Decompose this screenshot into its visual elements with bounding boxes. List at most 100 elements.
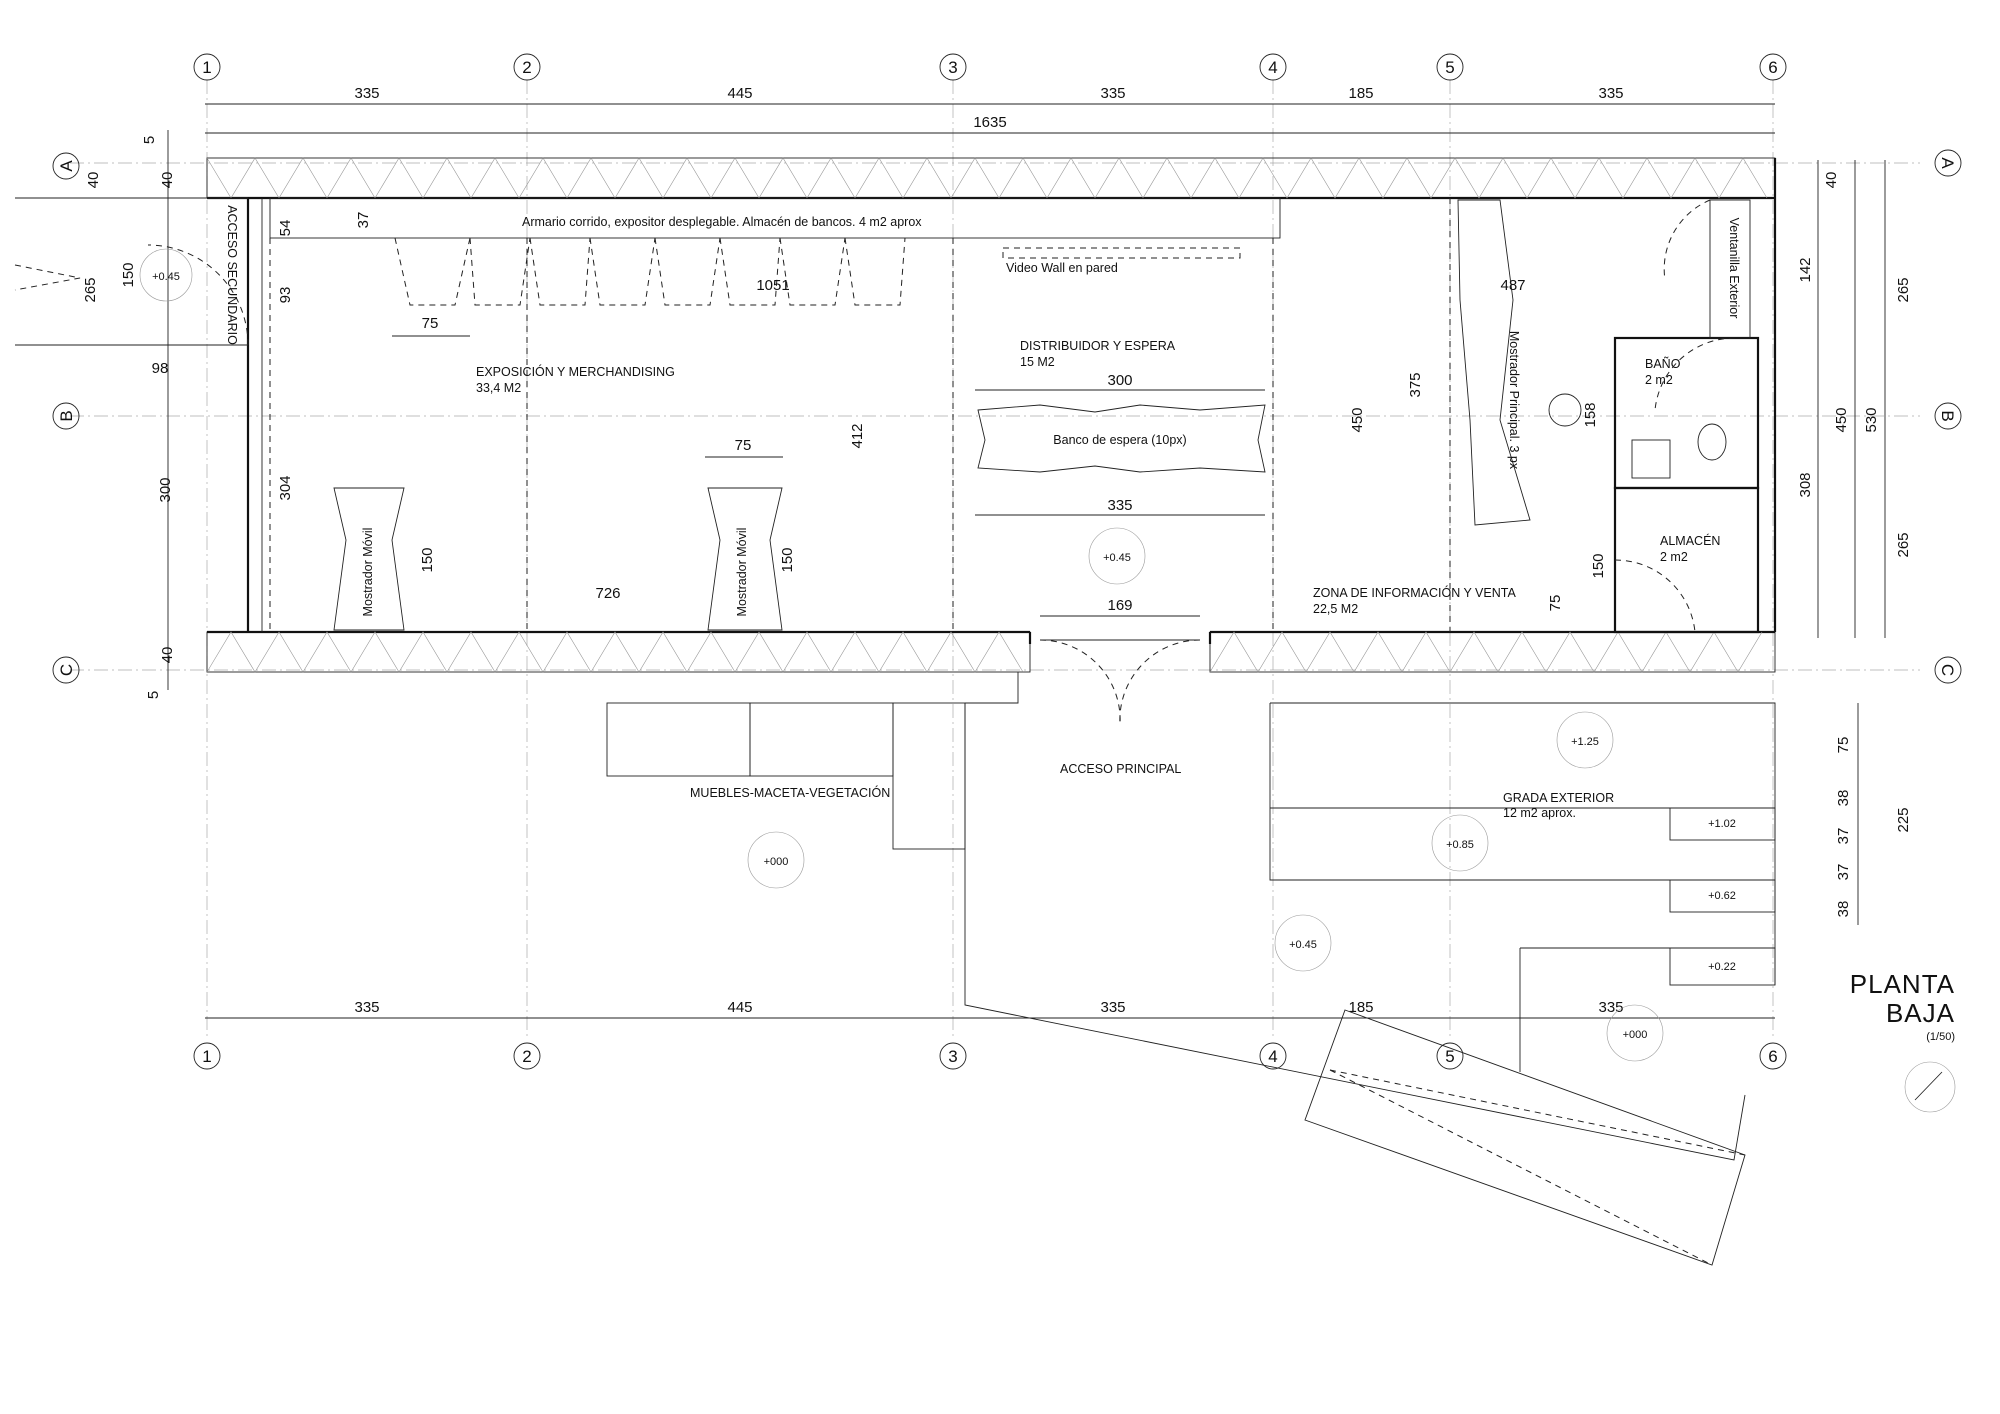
dim-726: 726 [595, 585, 620, 602]
right-dim-530: 530 [1863, 407, 1880, 432]
mostrador-movil-1 [333, 487, 405, 631]
bubble-1-bottom [193, 1042, 221, 1070]
bottom-dimension-chain: 335 445 335 185 335 [205, 999, 1775, 1019]
toilet [1697, 423, 1727, 461]
grid-label-6-top: 6 [1768, 58, 1777, 77]
bubble-6-bottom [1759, 1042, 1787, 1070]
top-dim-4: 185 [1348, 85, 1373, 102]
bubble-a-right [1934, 149, 1962, 177]
armario-corrido [269, 197, 1281, 239]
bubble-6-top [1759, 53, 1787, 81]
drawing-title-line2: BAJA [1886, 998, 1955, 1028]
left-dim-265: 265 [82, 277, 99, 302]
steps-dim-75: 75 [1835, 737, 1852, 754]
main-door-swing-right [1119, 639, 1201, 726]
level-circle-secondary [139, 248, 193, 302]
steps-dim-38a: 38 [1835, 790, 1852, 807]
acceso-principal-label: ACCESO PRINCIPAL [1060, 762, 1181, 776]
bubble-c-right [1934, 656, 1962, 684]
top-dim-3: 335 [1100, 85, 1125, 102]
dim-158: 158 [1582, 402, 1599, 427]
bottom-dim-4: 185 [1348, 999, 1373, 1016]
top-total-dim: 1635 [973, 114, 1006, 131]
grid-label-1-top: 1 [202, 58, 211, 77]
step-062 [1669, 879, 1776, 913]
level-circle-125 [1556, 711, 1614, 769]
steps-dim-225: 225 [1895, 807, 1912, 832]
bubble-5-bottom [1436, 1042, 1464, 1070]
grid-label-1-bottom: 1 [202, 1047, 211, 1066]
dim-300: 300 [1107, 372, 1132, 389]
armario-label: Armario corrido, expositor desplegable. … [522, 215, 922, 229]
dim-75b: 75 [735, 437, 752, 454]
ventanilla-label: Ventanilla Exterior [1727, 218, 1741, 319]
dim-75c: 75 [1547, 595, 1564, 612]
right-dim-142: 142 [1797, 257, 1814, 282]
grid-label-b-left: B [57, 410, 76, 421]
level-circle-left [747, 831, 805, 889]
north-arrow-needle-icon [1914, 1071, 1943, 1101]
level-exterior: +0.45 [1289, 939, 1317, 951]
dim-75a: 75 [422, 315, 439, 332]
bottom-dim-5: 335 [1598, 999, 1623, 1016]
level-102: +1.02 [1708, 818, 1736, 830]
level-right: +000 [1623, 1029, 1648, 1041]
right-dim-40: 40 [1823, 172, 1840, 189]
ramp-arrows [1329, 1069, 1746, 1266]
level-circle-exterior [1274, 914, 1332, 972]
dim-150b: 150 [779, 547, 796, 572]
dim-412: 412 [849, 423, 866, 448]
mostrador-principal-label: Mostrador Principal. 3 px [1507, 331, 1521, 470]
room-zona-name: ZONA DE INFORMACIÓN Y VENTA [1313, 585, 1516, 600]
top-dim-2: 445 [727, 85, 752, 102]
dim-150a: 150 [419, 547, 436, 572]
grid-label-2-top: 2 [522, 58, 531, 77]
level-085: +0.85 [1446, 839, 1474, 851]
top-dim-1: 335 [354, 85, 379, 102]
banco-label: Banco de espera (10px) [1053, 433, 1186, 447]
dim-150c: 150 [1590, 553, 1607, 578]
mostrador-movil-1-label: Mostrador Móvil [361, 528, 375, 617]
bubble-b-left [52, 402, 80, 430]
ventanilla [1709, 199, 1751, 339]
room-zona-area: 22,5 M2 [1313, 602, 1358, 616]
level-062: +0.62 [1708, 890, 1736, 902]
person-figure [1548, 393, 1582, 427]
dim-169: 169 [1107, 597, 1132, 614]
bubble-1-top [193, 53, 221, 81]
step-022 [1669, 947, 1776, 986]
left-dim-98: 98 [152, 360, 169, 377]
left-dimension-chain: 5 40 40 265 150 98 300 40 5 [82, 130, 176, 699]
mostrador-movil-2-label: Mostrador Móvil [735, 528, 749, 617]
left-dim-40-top: 40 [159, 172, 176, 189]
planter-1 [606, 702, 751, 777]
bubble-3-top [939, 53, 967, 81]
room-almacen-name: ALMACÉN [1660, 533, 1720, 548]
right-dim-450: 450 [1833, 407, 1850, 432]
bubble-a-left [52, 152, 80, 180]
left-dim-40-bottom: 40 [159, 647, 176, 664]
level-022: +0.22 [1708, 961, 1736, 973]
grada-name: GRADA EXTERIOR [1503, 791, 1614, 805]
level-left: +000 [764, 856, 789, 868]
acceso-secundario-label: ACCESO SECUNDARIO [225, 205, 239, 345]
ventanilla-door-swing [1663, 199, 1711, 281]
grid-bubbles-top: 1 2 3 4 5 6 [193, 53, 1787, 81]
dim-335-interior: 335 [1107, 497, 1132, 514]
drawing-scale: (1/50) [1926, 1031, 1955, 1043]
bubble-4-top [1259, 53, 1287, 81]
north-arrow-icon [1904, 1061, 1956, 1113]
top-dimension-chain: 335 445 335 185 335 1635 [205, 85, 1775, 134]
grid-label-c-right: C [1938, 664, 1957, 676]
bottom-wall-band-right [1209, 631, 1776, 673]
right-dim-265-bottom: 265 [1895, 532, 1912, 557]
sink [1631, 439, 1671, 479]
top-dim-5: 335 [1598, 85, 1623, 102]
grid-bubbles-rows: A B C A B C [52, 149, 1962, 684]
grid-label-2-bottom: 2 [522, 1047, 531, 1066]
ramp [1304, 1009, 1746, 1266]
grada-area: 12 m2 aprox. [1503, 806, 1576, 820]
bano-door-swing [1654, 337, 1736, 411]
grada-exterior [1269, 702, 1776, 985]
grid-label-c-left: C [57, 664, 76, 676]
